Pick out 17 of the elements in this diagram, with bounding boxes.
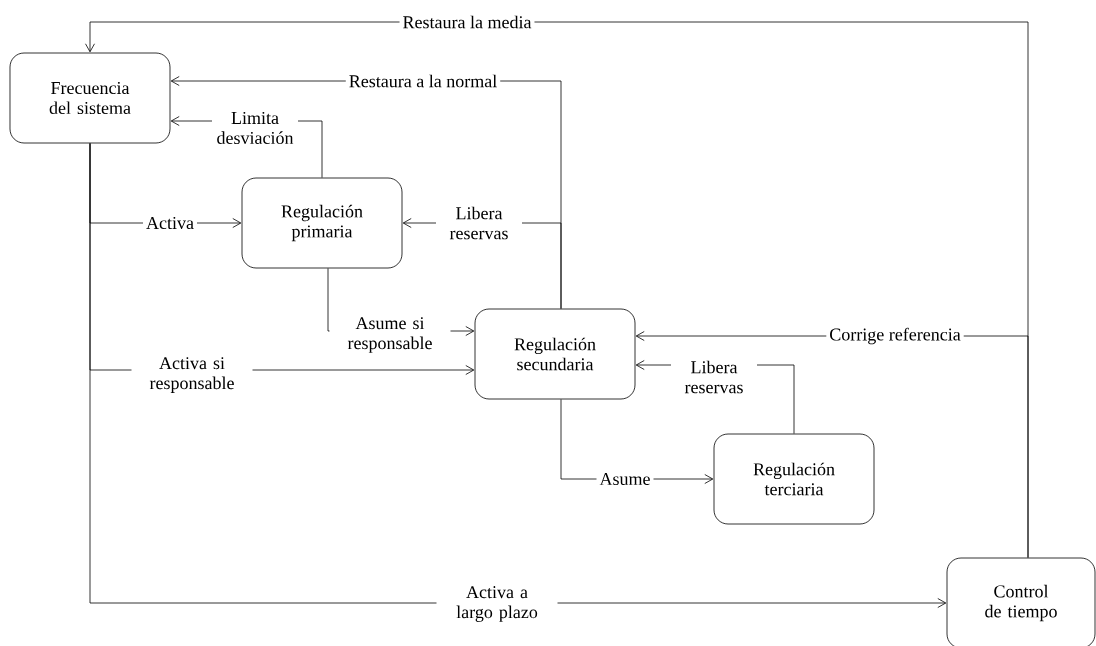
edge-label: Activa si responsable — [131, 354, 253, 396]
edge-label: Activa a largo plazo — [436, 583, 558, 625]
edge-label: Restaura la media — [399, 12, 535, 32]
process-box: Regulación secundaria — [474, 308, 636, 400]
edge-label: Asume si responsable — [329, 314, 451, 356]
edge-label: Limita desviación — [212, 108, 298, 148]
process-box: Frecuencia del sistema — [9, 52, 171, 144]
edge-label: Libera reservas — [671, 357, 757, 397]
arrow — [89, 143, 947, 608]
edge-label: Activa — [143, 213, 197, 233]
process-box: Control de tiempo — [946, 557, 1096, 646]
edge-label: Libera reservas — [436, 203, 522, 243]
edge-label: Asume — [596, 470, 654, 489]
process-box: Regulación primaria — [241, 177, 403, 269]
edge-label: Restaura a la normal — [345, 71, 501, 91]
edge-label: Corrige referencia — [826, 324, 964, 348]
process-box: Regulación terciaria — [713, 433, 875, 525]
